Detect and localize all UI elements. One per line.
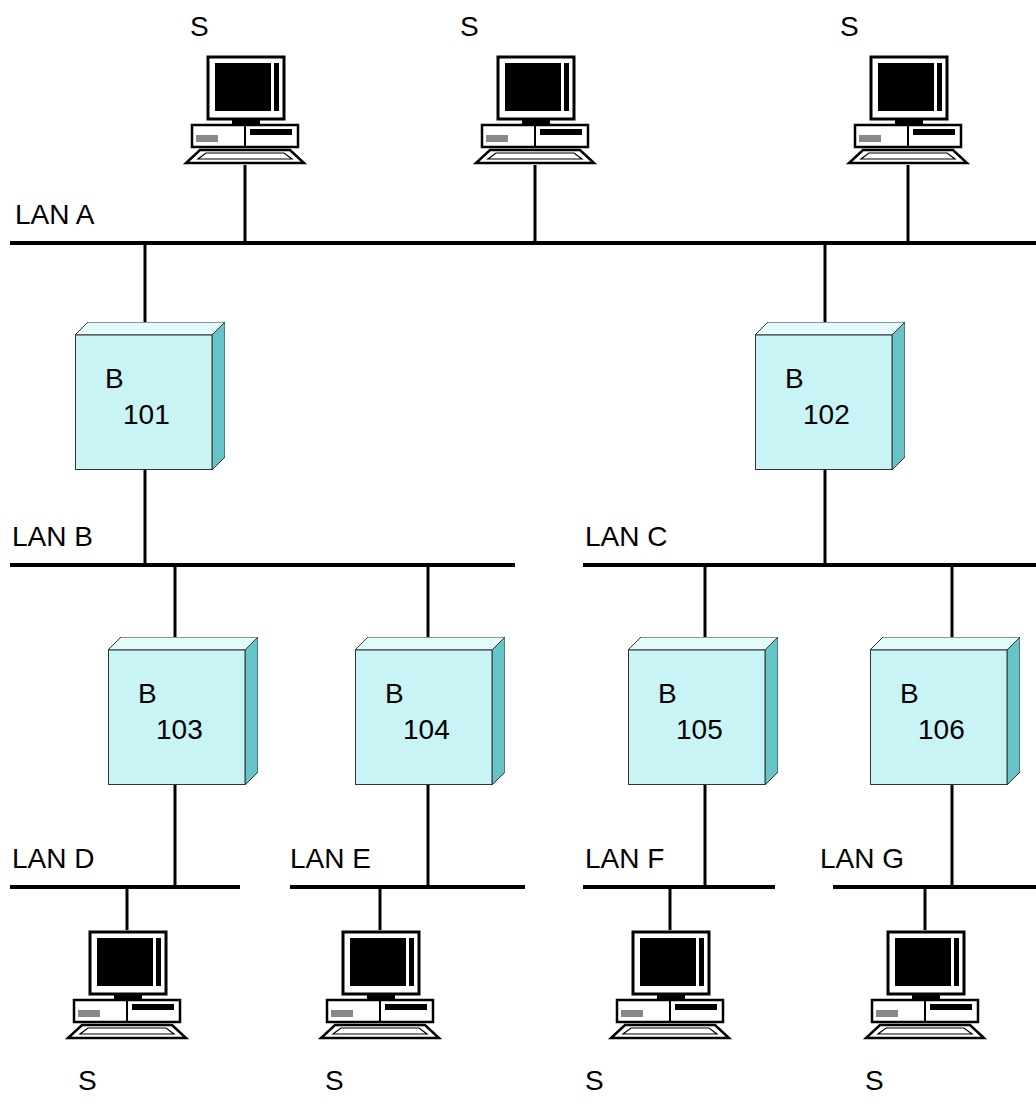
- lan-name: LAN C: [585, 522, 667, 553]
- lan-bus: LAN F: [583, 885, 775, 889]
- station: S: [180, 55, 310, 165]
- bridge-shape: [108, 637, 258, 785]
- bridge-label: 105: [676, 715, 723, 746]
- bridge-box: B 105: [628, 637, 778, 785]
- bridge-label: B: [105, 364, 124, 395]
- lan-bus: LAN G: [833, 885, 1036, 889]
- station-label: S: [78, 1066, 97, 1097]
- lan-bus: LAN D: [10, 885, 240, 889]
- network-link: [427, 567, 430, 637]
- station: S: [62, 930, 192, 1040]
- network-link: [669, 889, 672, 930]
- network-link: [244, 165, 247, 241]
- computer-icon: [62, 930, 192, 1040]
- station: S: [605, 930, 735, 1040]
- station-label: S: [865, 1066, 884, 1097]
- station-label: S: [325, 1066, 344, 1097]
- network-link: [174, 567, 177, 637]
- station-label: S: [460, 12, 479, 43]
- station-label: S: [840, 12, 859, 43]
- lan-bus: LAN A: [10, 241, 1036, 245]
- bridge-label: B: [385, 679, 404, 710]
- network-link: [951, 785, 954, 885]
- network-link: [704, 785, 707, 885]
- bridge-label: B: [138, 679, 157, 710]
- lan-name: LAN B: [12, 522, 93, 553]
- bridge-shape: [870, 637, 1020, 785]
- lan-name: LAN D: [12, 844, 94, 875]
- network-link: [924, 889, 927, 930]
- bridge-box: B 104: [355, 637, 505, 785]
- bridge-shape: [355, 637, 505, 785]
- bridge-label: 101: [123, 400, 170, 431]
- lan-bus: LAN E: [290, 885, 525, 889]
- station: S: [470, 55, 600, 165]
- bridge-box: B 102: [755, 322, 905, 470]
- computer-icon: [843, 55, 973, 165]
- lan-name: LAN E: [290, 844, 371, 875]
- bridge-label: 103: [156, 715, 203, 746]
- bridge-shape: [628, 637, 778, 785]
- station: S: [860, 930, 990, 1040]
- bridge-label: 102: [803, 400, 850, 431]
- network-link: [144, 470, 147, 563]
- network-link: [174, 785, 177, 885]
- bridge-shape: [75, 322, 225, 470]
- station-label: S: [190, 12, 209, 43]
- bridge-label: B: [900, 679, 919, 710]
- network-link: [907, 165, 910, 241]
- lan-name: LAN G: [820, 844, 904, 875]
- bridge-label: B: [785, 364, 804, 395]
- lan-name: LAN F: [585, 844, 664, 875]
- computer-icon: [470, 55, 600, 165]
- network-link: [379, 889, 382, 930]
- computer-icon: [605, 930, 735, 1040]
- network-link: [144, 245, 147, 322]
- bridge-label: B: [658, 679, 677, 710]
- network-link: [534, 165, 537, 241]
- computer-icon: [860, 930, 990, 1040]
- lan-bus: LAN C: [583, 563, 1036, 567]
- computer-icon: [315, 930, 445, 1040]
- station: S: [843, 55, 973, 165]
- lan-name: LAN A: [15, 200, 94, 231]
- network-link: [126, 889, 129, 930]
- bridge-label: 106: [918, 715, 965, 746]
- computer-icon: [180, 55, 310, 165]
- lan-bus: LAN B: [10, 563, 515, 567]
- network-link: [824, 245, 827, 322]
- bridge-box: B 106: [870, 637, 1020, 785]
- bridge-shape: [755, 322, 905, 470]
- bridge-box: B 103: [108, 637, 258, 785]
- station: S: [315, 930, 445, 1040]
- network-link: [824, 470, 827, 563]
- bridge-label: 104: [403, 715, 450, 746]
- station-label: S: [585, 1066, 604, 1097]
- network-link: [704, 567, 707, 637]
- network-link: [951, 567, 954, 637]
- bridge-box: B 101: [75, 322, 225, 470]
- network-link: [427, 785, 430, 885]
